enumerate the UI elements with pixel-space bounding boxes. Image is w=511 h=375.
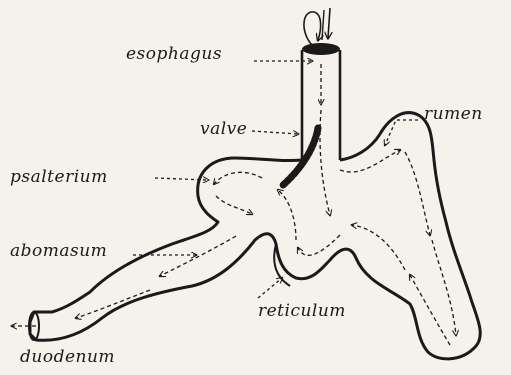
label-valve: valve	[200, 121, 247, 138]
stomach-outline	[30, 113, 480, 359]
food-entry-arrow-3	[322, 10, 324, 40]
label-duodenum: duodenum	[20, 349, 115, 366]
food-entry-arrow	[304, 12, 321, 45]
flow-arrows	[12, 64, 456, 345]
leader-lines	[133, 61, 418, 298]
label-rumen: rumen	[424, 106, 483, 123]
rumen-leader	[385, 120, 418, 145]
valve-groove	[282, 128, 318, 186]
label-psalterium: psalterium	[10, 169, 108, 186]
esophagus-opening	[302, 43, 340, 55]
label-abomasum: abomasum	[10, 243, 107, 260]
food-entry-arrow-2	[328, 8, 330, 38]
label-reticulum: reticulum	[258, 303, 346, 320]
label-esophagus: esophagus	[126, 46, 222, 63]
reticulum-leader	[258, 278, 282, 298]
valve-leader	[252, 131, 298, 134]
